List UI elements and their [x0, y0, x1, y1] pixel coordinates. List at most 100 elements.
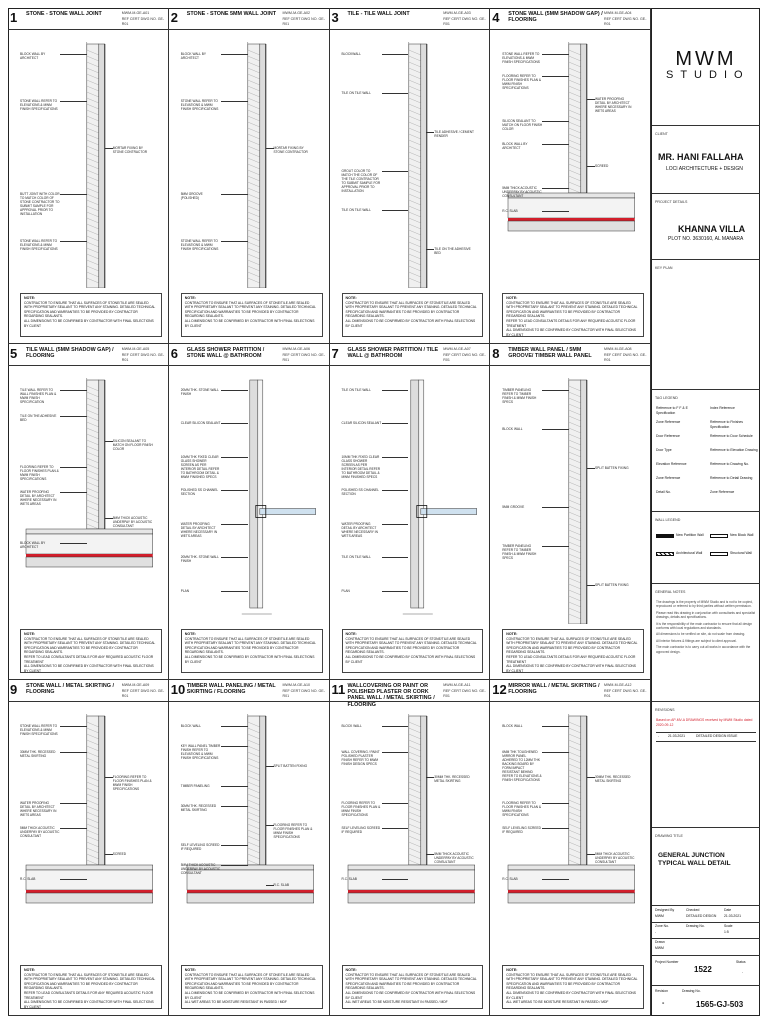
note-line: REFER TO LEAD CONSULTANTS DETAILS FOR AN…: [24, 654, 154, 664]
reference-line: MWM-M-GE-A01: [121, 11, 150, 15]
reference-line: REF CERT DWG NO. GE-R01: [604, 16, 647, 27]
hatch-line: [568, 151, 582, 158]
hatch-line: [568, 445, 582, 452]
callout-label: 5MM THICK ACOUSTIC UNDERPAY BY ACOUSTIC …: [434, 851, 474, 864]
studio-logo: MWM STUDIO: [666, 48, 746, 81]
hatch-line: [247, 85, 260, 92]
hatch-line: [247, 259, 260, 266]
hatch-line: [247, 97, 260, 104]
finish-layer: [98, 715, 106, 866]
callout-label: 6MM THK TOUGHENED MIRROR PANEL ADHERED T…: [502, 749, 542, 782]
hatch-line: [86, 835, 99, 842]
callout-label: CLEAR SILICON SEALANT: [341, 421, 382, 426]
hatch-line: [86, 271, 99, 278]
hatch-line: [568, 583, 582, 590]
hatch-line: [247, 91, 260, 98]
callout-label: TILE ON TILE WALL: [341, 555, 371, 560]
client-firm: LOCI ARCHITECTURE + DESIGN: [666, 166, 743, 172]
hatch-line: [408, 259, 421, 266]
hatch-line: [86, 205, 99, 212]
general-note: All interior fixtures & fittings are sub…: [656, 638, 737, 643]
hatch-line: [86, 193, 99, 200]
finish-layer: [420, 715, 427, 866]
detail-notes: NOTE:CONTRACTOR TO ENSURE THAT ALL SURFA…: [502, 293, 644, 337]
hatch-line: [408, 823, 421, 830]
hatch-line: [568, 133, 582, 140]
note-line: CONTRACTOR TO ENSURE THAT ALL SURFACES O…: [184, 300, 316, 319]
hatch-line: [247, 121, 260, 128]
notes-title: NOTE:: [24, 296, 36, 300]
hatch-line: [86, 229, 99, 236]
hatch-line: [568, 859, 582, 866]
callout-label: WATER PROOFING DETAIL BY ARCHITECT WHERE…: [20, 490, 57, 507]
hatch-line: [86, 763, 99, 770]
callout-label: WATER PROOFING DETAIL BY ARCHITECT WHERE…: [595, 96, 632, 113]
leader-line: [381, 456, 409, 458]
leader-line: [587, 468, 596, 469]
reference-line: MWM-M-GE-A12: [604, 683, 632, 687]
reference-line: REF CERT DWG NO. GE-R01: [604, 688, 647, 699]
hatch-line: [408, 97, 421, 104]
note-line: ALL WET AREAS TO BE MOISTURE RESISTANT I…: [184, 1000, 287, 1005]
leader-line: [381, 828, 409, 830]
note-line: REFER TO LEAD CONSULTANTS DETAILS FOR AN…: [24, 990, 154, 1000]
acoustic-underlay: [26, 890, 153, 893]
hatch-line: [86, 103, 99, 110]
detail-title: STONE - STONE WALL JOINT: [26, 11, 102, 17]
wall-legend-item: Architectural Wall: [676, 551, 703, 555]
hatch-line: [408, 67, 421, 74]
hatch-line: [247, 55, 260, 62]
hatch-line: [247, 151, 260, 158]
reference-line: REF CERT DWG NO. GE-R01: [121, 352, 165, 363]
general-note: The drawings is the property of MWM Stud…: [656, 600, 753, 609]
scale: 1:5: [724, 930, 729, 934]
section-drawing: STONE WALL REFER TO ELEVATIONS & MWM FIN…: [500, 38, 642, 287]
section-svg: [86, 42, 106, 289]
hatch-line: [247, 181, 260, 188]
hatch-line: [408, 241, 421, 248]
callout-label: POLISHED SS CHANNEL SECTION: [341, 488, 379, 497]
project-box: PROJECT DETAILS KHANNA VILLA PLOT NO. 36…: [652, 194, 760, 260]
hatch-line: [247, 781, 260, 788]
hatch-line: [86, 127, 99, 134]
hatch-line: [247, 61, 260, 68]
leader-line: [381, 423, 409, 425]
hatch-line: [568, 97, 582, 104]
hatch-line: [408, 847, 421, 854]
callout-label: FLOORING REFER TO FLOOR FINISHES PLAN & …: [341, 800, 381, 817]
channel-section: [415, 505, 427, 518]
rc-slab: [508, 892, 636, 904]
wall-legend-item: Structural Wall: [730, 551, 752, 555]
client-box: CLIENT MR. HANI FALLAHA LOCI ARCHITECTUR…: [652, 126, 760, 194]
hatch-line: [568, 127, 582, 134]
hatch-line: [568, 589, 582, 596]
callout-label: R.C. SLAB: [502, 208, 518, 213]
general-note: Please read this drawing in conjunction …: [656, 610, 756, 620]
callout-label: SILICON SEALANT TO MATCH ON FLOOR FINISH…: [112, 439, 153, 452]
hatch-line: [247, 217, 260, 224]
note-line: CONTRACTOR TO ENSURE THAT ALL SURFACES O…: [24, 636, 156, 655]
hatch-line: [408, 811, 421, 818]
leader-line: [426, 132, 435, 133]
hatch-line: [568, 775, 582, 782]
hatch-line: [568, 79, 582, 86]
hatch-line: [568, 499, 582, 506]
drawing-no: 1565-GJ-503: [696, 1000, 744, 1009]
note-line: CONTRACTOR TO ENSURE THAT ALL SURFACES O…: [345, 636, 477, 655]
general-note: The main contractor is to carry out all …: [656, 645, 751, 654]
project-plot: PLOT NO. 3630160, AL MANARA: [668, 236, 744, 242]
detail-number: 10: [170, 682, 186, 697]
leader-line: [60, 802, 87, 804]
hatch-line: [86, 781, 99, 788]
note-line: ALL DIMENSIONS TO BE CONFIRMED BY CONTRA…: [506, 990, 637, 1000]
hatch-line: [408, 781, 421, 788]
hatch-line: [86, 757, 99, 764]
drawing-title: GENERAL JUNCTION TYPICAL WALL DETAIL: [658, 852, 731, 867]
wall-swatch: [656, 552, 674, 556]
hatch-line: [568, 841, 582, 848]
